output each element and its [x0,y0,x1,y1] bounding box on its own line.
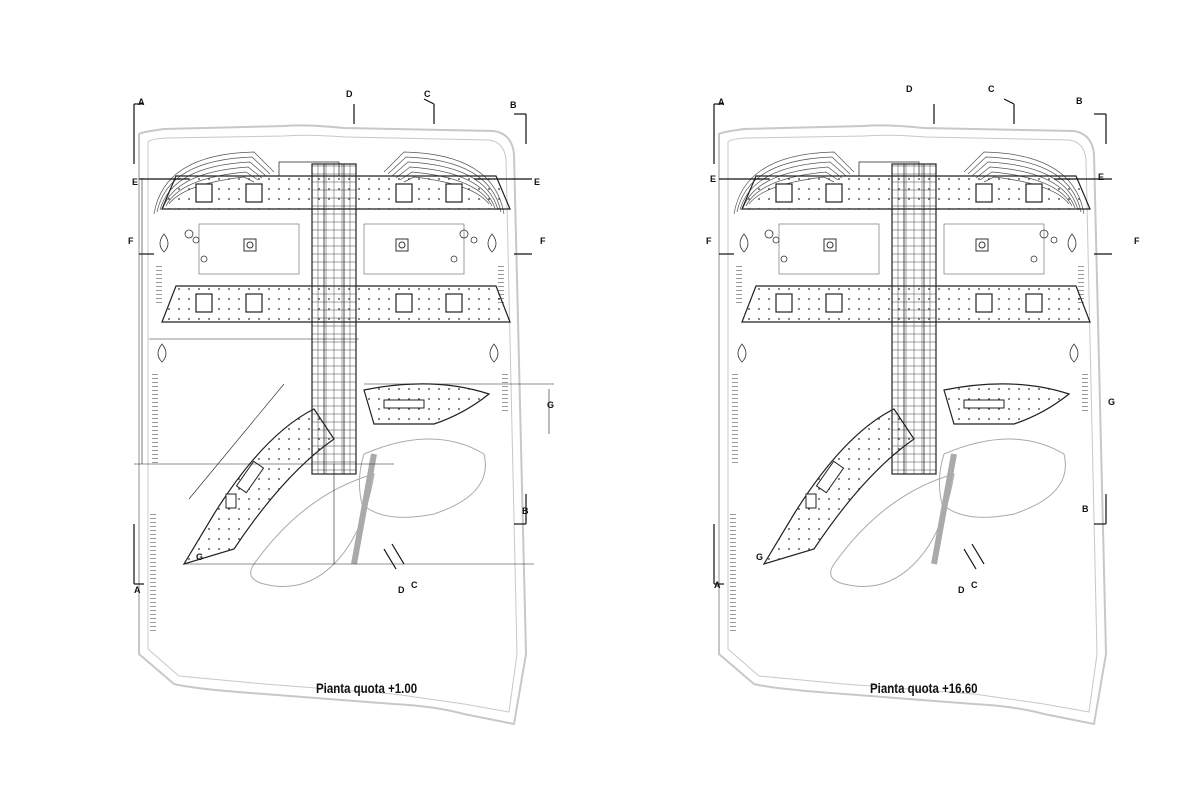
floor-plan-level-16 [714,99,1112,724]
caption-upper-floor: Pianta quota +16.60 [870,680,978,696]
caption-ground-floor: Pianta quota +1.00 [316,680,418,696]
marker-b-bottom-right: B [1082,504,1089,514]
marker-g-right-e: G [1108,397,1115,407]
marker-g-right-w: G [756,552,763,562]
marker-f-right-e: F [1134,236,1140,246]
marker-b-bottom-left: B [522,506,529,516]
marker-g-left-w: G [196,552,203,562]
marker-e-right-w: E [710,174,716,184]
floor-plan-level-1 [134,99,554,724]
marker-c-bottom-left: C [411,580,418,590]
marker-b-top-left: B [510,100,517,110]
section-markers-left: A D C B E E F F G G B A D C [128,89,554,595]
marker-e-left-w: E [132,177,138,187]
marker-a-bottom-right: A [714,580,721,590]
marker-a-bottom-left: A [134,585,141,595]
marker-e-left-e: E [534,177,540,187]
marker-f-right-w: F [706,236,712,246]
marker-d-bottom-right: D [958,585,965,595]
section-markers-right: A D C B E E F F G G B A D C [706,84,1140,595]
marker-d-bottom-left: D [398,585,405,595]
marker-a-top-right: A [718,97,725,107]
marker-c-top-right: C [988,84,995,94]
marker-c-top-left: C [424,89,431,99]
marker-f-left-e: F [540,236,546,246]
marker-f-left-w: F [128,236,134,246]
marker-b-top-right: B [1076,96,1083,106]
marker-a-top-left: A [138,97,145,107]
marker-c-bottom-right: C [971,580,978,590]
marker-e-right-e: E [1098,172,1104,182]
marker-d-top-right: D [906,84,913,94]
marker-g-left-e: G [547,400,554,410]
marker-d-top-left: D [346,89,353,99]
